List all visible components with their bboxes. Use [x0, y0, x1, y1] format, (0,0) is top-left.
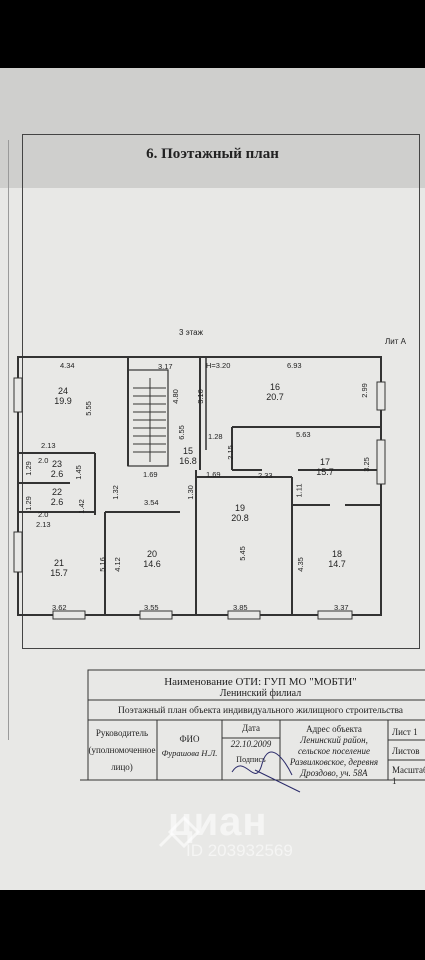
org-name: Наименование ОТИ: ГУП МО "МОБТИ" [164, 676, 357, 688]
sheets-count: Листов [392, 746, 420, 756]
dim-label: 1.69 [206, 470, 221, 479]
dim-label: 3.85 [233, 603, 248, 612]
fio-value: Фурашова Н.Л. [161, 748, 218, 758]
address-line: сельское поселение [297, 746, 371, 756]
page-title: 6. Поэтажный план [146, 146, 279, 162]
dim-label: 2.33 [258, 471, 273, 480]
dim-label: 2.13 [41, 441, 56, 450]
dim-label: 1.69 [143, 470, 158, 479]
dim-label: 2.0 [38, 510, 49, 519]
paper-edge [8, 140, 9, 740]
dim-label: 3.17 [158, 362, 173, 371]
dim-label: 2.13 [36, 520, 51, 529]
dim-label: H=3.20 [206, 361, 231, 370]
date-header: Дата [242, 723, 260, 733]
org-branch: Ленинский филиал [219, 688, 302, 699]
address-header: Адрес объекта [306, 724, 362, 734]
dim-label: 3.55 [144, 603, 159, 612]
watermark-id: ID 203932569 [186, 841, 293, 860]
dim-label: 3.37 [334, 603, 349, 612]
paper-sheet [0, 188, 425, 890]
lit-label: Лит А [385, 337, 406, 346]
role-label: Руководитель (уполномоченное лицо) [88, 728, 156, 772]
sheet-number: Лист 1 [392, 727, 418, 737]
doc-description: Поэтажный план объекта индивидуального ж… [117, 706, 404, 716]
watermark: циан ID 203932569 [168, 800, 293, 861]
address-line: Развилковское, деревня [289, 757, 379, 767]
fio-header: ФИО [179, 734, 200, 744]
dim-label: 1.28 [208, 432, 223, 441]
dim-label: 3.62 [52, 603, 67, 612]
document-photo [0, 68, 425, 890]
dim-label: 4.34 [60, 361, 75, 370]
floor-label: 3 этаж [179, 328, 203, 337]
dim-label: 5.63 [296, 430, 311, 439]
dim-label: 3.54 [144, 498, 159, 507]
scale-label: Масштаб 1 [392, 765, 425, 786]
sign-header: Подпись [236, 755, 266, 764]
dim-label: 2.0 [38, 456, 49, 465]
address-line: Дроздово, уч. 58А [300, 768, 368, 778]
watermark-brand: циан [168, 800, 268, 844]
date-value: 22.10.2009 [230, 739, 272, 749]
dim-label: 6.93 [287, 361, 302, 370]
address-line: Ленинский район, [300, 735, 368, 745]
